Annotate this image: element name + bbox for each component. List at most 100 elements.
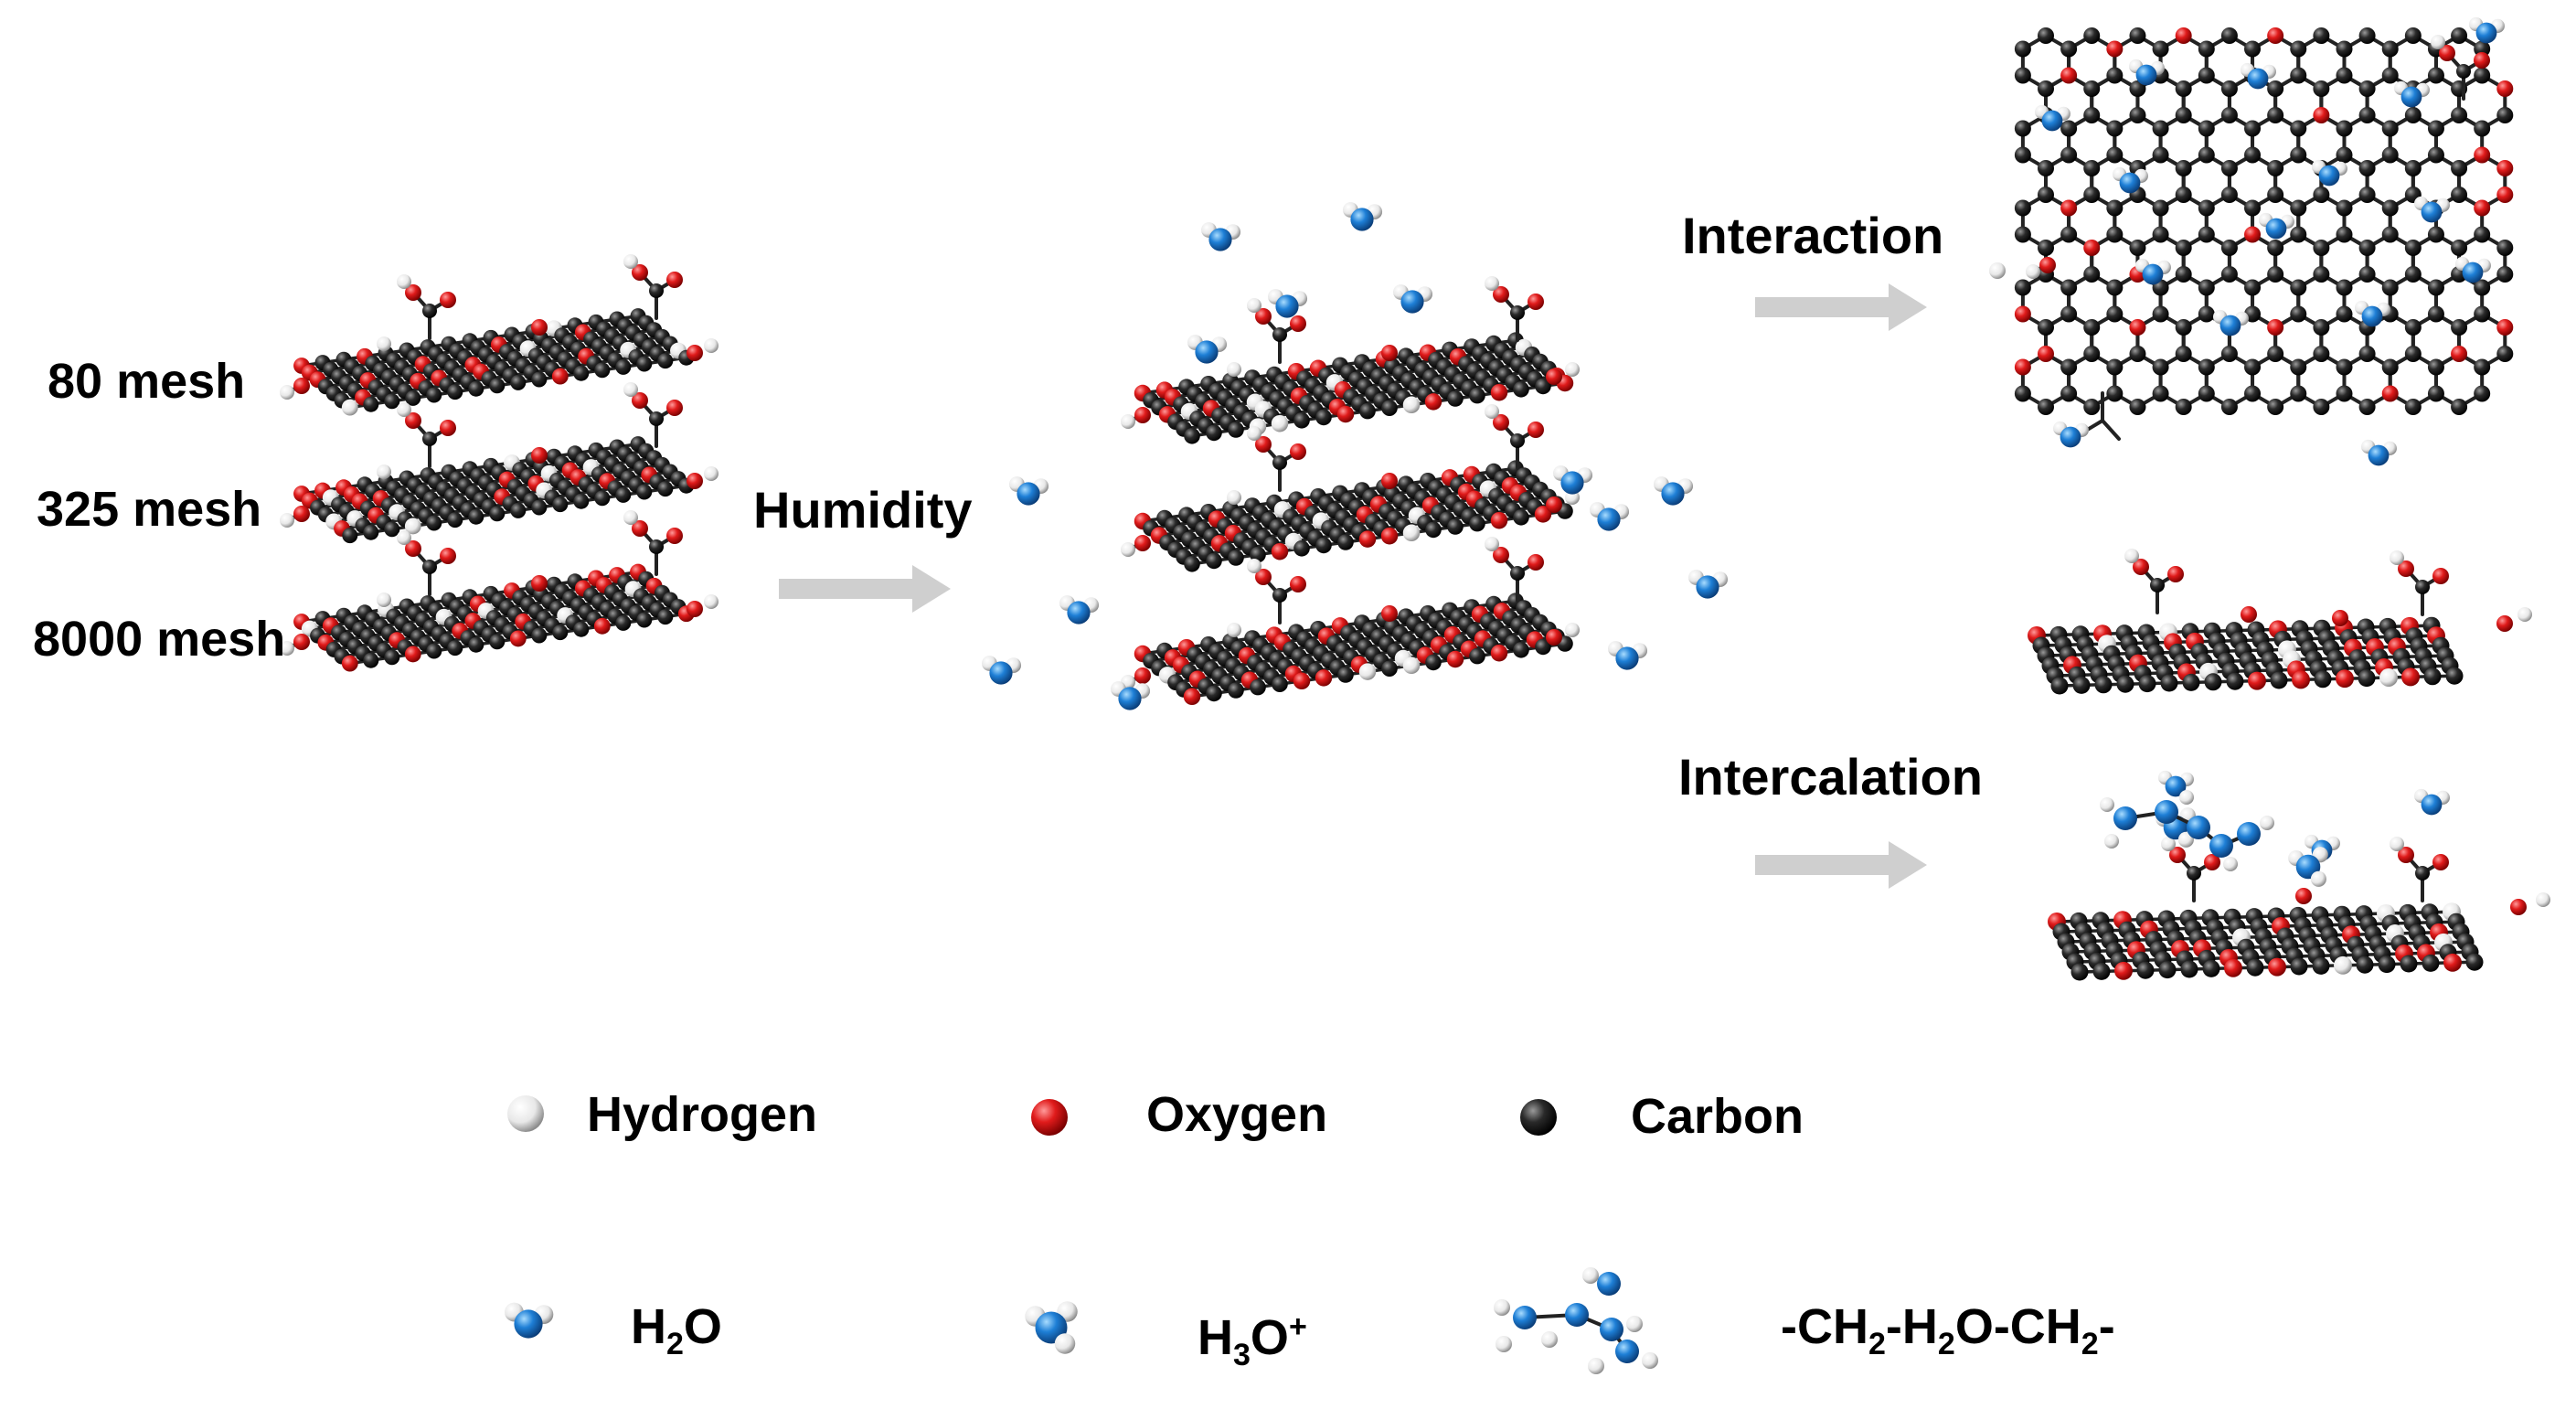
carbon-atom: [2136, 961, 2155, 979]
water-oxygen-atom: [1208, 228, 1232, 251]
oxygen-atom: [2439, 45, 2455, 61]
hydrogen-atom: [1121, 414, 1135, 429]
carbon-atom: [649, 411, 664, 426]
carbon-atom: [2381, 67, 2399, 84]
water-oxygen-atom: [1615, 646, 1639, 670]
water-molecule: [2414, 788, 2450, 816]
carbon-atom: [2290, 40, 2307, 58]
carbon-atom: [2129, 107, 2146, 123]
carbon-atom: [2198, 385, 2215, 402]
carbon-atom: [2415, 580, 2430, 594]
carbon-atom: [2106, 305, 2124, 323]
carbon-atom: [2404, 399, 2422, 415]
carbon-atom: [2270, 671, 2288, 689]
water-oxygen-atom: [1600, 1318, 1623, 1341]
carbon-atom: [1520, 1099, 1557, 1136]
hydrogen-atom: [2223, 857, 2238, 871]
oxygen-atom: [1490, 644, 1508, 662]
carbon-atom: [2129, 27, 2146, 44]
oxygen-atom: [2014, 358, 2031, 376]
carbon-atom: [1447, 390, 1464, 407]
carbon-atom: [2381, 40, 2399, 58]
oxygen-atom: [2039, 257, 2056, 273]
hydrogen-atom: [1588, 1358, 1604, 1374]
hydrogen-atom: [397, 402, 411, 417]
oxygen-atom: [2496, 160, 2514, 176]
carbon-atom: [2358, 187, 2376, 203]
carbon-atom: [2290, 385, 2307, 402]
carbon-atom: [1315, 409, 1332, 426]
hydrogen-atom: [1485, 404, 1499, 419]
water-oxygen-atom: [2475, 22, 2497, 44]
carbon-atom: [1293, 412, 1310, 429]
carbon-atom: [2244, 279, 2262, 296]
water-oxygen-atom: [2361, 305, 2383, 327]
carbon-atom: [2290, 305, 2307, 323]
water-oxygen-atom: [1350, 208, 1374, 231]
oxygen-atom: [2129, 319, 2146, 336]
hydrogen-atom: [1121, 542, 1135, 557]
carbon-atom: [2152, 305, 2169, 323]
carbon-atom: [615, 614, 632, 631]
carbon-atom: [447, 384, 463, 400]
carbon-atom: [2106, 120, 2124, 137]
carbon-atom: [2060, 146, 2078, 164]
hydrogen-atom: [377, 336, 391, 351]
carbon-atom: [636, 484, 653, 500]
carbon-atom: [2427, 279, 2444, 296]
hydrogen-atom: [1358, 663, 1377, 680]
hydrogen-atom: [377, 592, 391, 607]
water-oxygen-atom: [2060, 426, 2081, 448]
carbon-atom: [2150, 578, 2165, 592]
carbon-atom: [2198, 305, 2215, 323]
carbon-atom: [2404, 107, 2422, 123]
carbon-atom: [426, 643, 442, 659]
carbon-atom: [2496, 346, 2514, 362]
carbon-atom: [531, 499, 548, 516]
carbon-atom: [489, 634, 506, 650]
carbon-atom: [2358, 669, 2376, 688]
oxygen-atom: [1534, 506, 1552, 523]
carbon-atom: [1228, 550, 1244, 566]
carbon-atom: [1513, 642, 1529, 658]
carbon-atom: [2358, 346, 2376, 362]
hydrogen-atom: [1989, 262, 2006, 279]
oxygen-atom: [2268, 957, 2286, 977]
water-molecule: [1201, 222, 1241, 251]
hydrogen-atom: [1496, 1336, 1512, 1352]
carbon-atom: [2451, 160, 2468, 176]
hydrogen-atom: [280, 641, 294, 656]
carbon-atom: [2014, 279, 2031, 296]
oxygen-atom: [1134, 667, 1151, 684]
graphene-sheet: [2028, 616, 2464, 695]
hydrogen-atom: [1565, 490, 1580, 505]
carbon-atom: [2094, 676, 2113, 694]
carbon-atom: [2358, 27, 2376, 44]
oxygen-atom: [2224, 958, 2242, 977]
carbon-atom: [2070, 963, 2089, 981]
water-oxygen-atom: [2400, 86, 2422, 108]
water-oxygen-atom: [1017, 482, 1040, 506]
water-oxygen-atom: [1513, 1306, 1537, 1329]
oxygen-atom: [2060, 67, 2078, 84]
carbon-atom: [2083, 187, 2101, 203]
hydronium-molecule: [2288, 847, 2328, 887]
carbon-atom: [2175, 319, 2192, 336]
carbon-atom: [2198, 146, 2215, 164]
water-molecule: [2361, 439, 2397, 466]
oxygen-atom: [687, 601, 703, 617]
carbon-atom: [2014, 199, 2031, 217]
carbon-atom: [531, 627, 548, 644]
carbon-atom: [2496, 107, 2514, 123]
hydrogen-atom: [1227, 490, 1241, 505]
oxygen-atom: [2244, 226, 2262, 243]
oxygen-atom: [1290, 576, 1306, 592]
carbon-atom: [531, 371, 548, 388]
carbon-atom: [1228, 422, 1244, 438]
hydrogen-atom: [2161, 837, 2176, 851]
water-molecule: [2241, 62, 2276, 90]
carbon-atom: [615, 486, 632, 503]
carbon-atom: [2427, 146, 2444, 164]
carbon-atom: [2415, 866, 2430, 881]
oxygen-atom: [2496, 80, 2514, 97]
